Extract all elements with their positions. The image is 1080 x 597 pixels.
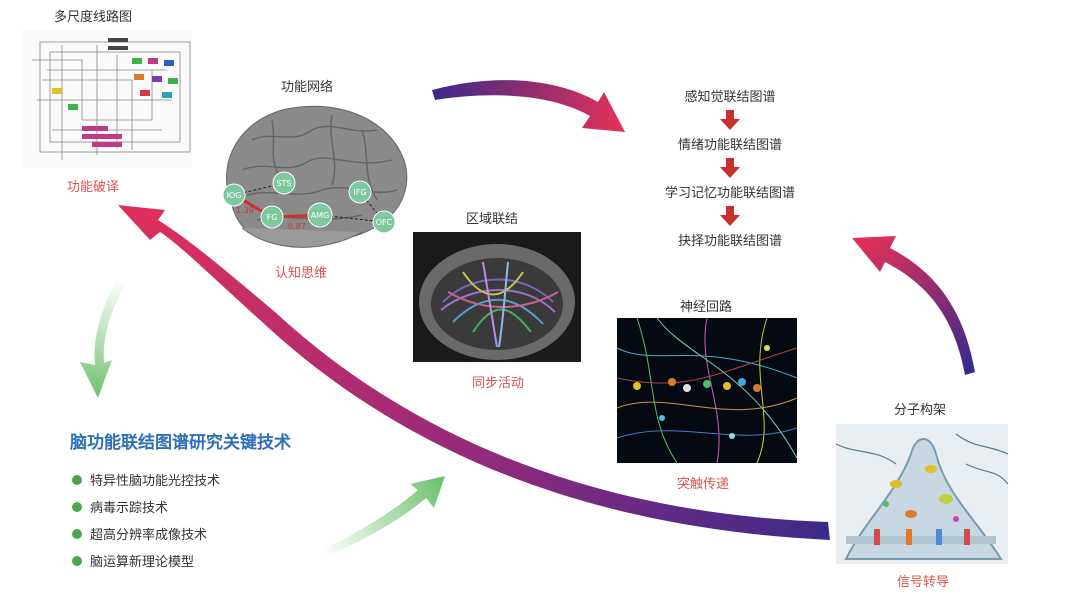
tractography-image (413, 232, 581, 362)
svg-text:IOG: IOG (227, 191, 242, 200)
list-item: 超高分辨率成像技术 (72, 520, 220, 547)
down-arrow-icon (720, 206, 740, 226)
top-arrow (432, 80, 625, 132)
bullet-icon (72, 555, 82, 566)
bullet-icon (72, 501, 82, 512)
list-item: 特异性脑功能光控技术 (72, 466, 220, 493)
brain-value-1: 1.39 (236, 206, 254, 215)
brain-node-sts: STS (272, 171, 296, 195)
bullet-icon (72, 474, 82, 485)
func-decode-label: 功能破译 (67, 180, 120, 195)
multiscale-label: 多尺度线路图 (54, 10, 133, 25)
func-network-label: 功能网络 (281, 80, 334, 95)
neural-circuit-label: 神经回路 (680, 300, 733, 315)
signal-label: 信号转导 (897, 575, 950, 590)
flow-step-perception: 感知觉联结图谱 (684, 90, 776, 105)
multiscale-circuit-image (22, 30, 192, 168)
right-arrow (852, 236, 975, 375)
cognition-label: 认知思维 (275, 266, 328, 281)
flow-step-emotion: 情绪功能联结图谱 (677, 138, 782, 153)
sync-activity-label: 同步活动 (472, 376, 525, 391)
brain-node-amg: AMG (307, 202, 333, 228)
down-arrow-icon (720, 158, 740, 178)
key-tech-list: 特异性脑功能光控技术 病毒示踪技术 超高分辨率成像技术 脑运算新理论模型 (72, 466, 220, 574)
bullet-icon (72, 528, 82, 539)
connectivity-map-flow: 感知觉联结图谱 情绪功能联结图谱 学习记忆功能联结图谱 抉择功能联结图谱 (640, 88, 820, 252)
key-tech-title: 脑功能联结图谱研究关键技术 (70, 433, 291, 453)
svg-text:STS: STS (276, 179, 291, 188)
synaptic-label: 突触传递 (677, 477, 730, 492)
green-bottom-arrow (322, 476, 445, 556)
brain-node-ofc: OFC (372, 210, 396, 234)
flow-step-memory: 学习记忆功能联结图谱 (664, 186, 795, 201)
brain-node-iog: IOG (222, 183, 246, 207)
svg-text:IFG: IFG (353, 188, 366, 197)
molecular-label: 分子构架 (894, 403, 947, 418)
region-link-label: 区域联结 (466, 212, 519, 227)
brain-value-2: 0.87 (288, 222, 306, 231)
down-arrow-icon (720, 110, 740, 130)
svg-text:OFC: OFC (376, 218, 393, 227)
svg-text:AMG: AMG (311, 211, 330, 220)
brain-node-fg: FG (260, 205, 284, 229)
molecular-architecture-image (835, 424, 1009, 564)
list-item: 病毒示踪技术 (72, 493, 220, 520)
flow-step-decision: 抉择功能联结图谱 (677, 234, 782, 249)
list-item: 脑运算新理论模型 (72, 547, 220, 574)
green-left-arrow (80, 278, 128, 398)
neural-circuit-image (616, 317, 798, 464)
svg-text:FG: FG (267, 213, 278, 222)
brain-node-ifg: IFG (348, 180, 372, 204)
brain-network-image: IOG STS IFG FG AMG OFC 1.39 0.87 (222, 105, 408, 248)
